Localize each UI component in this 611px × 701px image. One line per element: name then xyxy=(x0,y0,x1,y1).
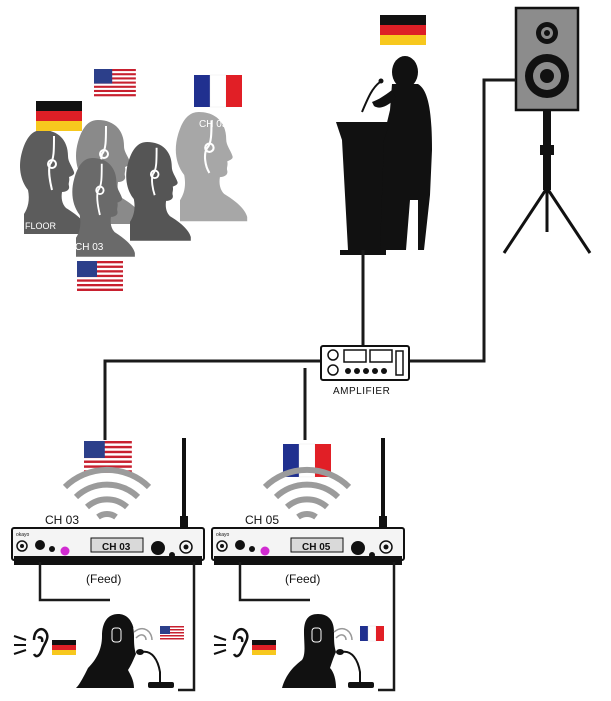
amplifier: AMPLIFIER xyxy=(320,345,410,397)
transmitter-ch05-display: CH 05 xyxy=(302,542,331,553)
flag-usa-icon xyxy=(77,261,123,291)
flag-germany-icon xyxy=(252,640,276,655)
microphone-icon xyxy=(333,628,374,688)
flag-usa-icon xyxy=(94,69,136,97)
flag-germany-icon xyxy=(380,15,426,45)
flag-france-icon xyxy=(359,625,385,642)
brand-logo: okayo xyxy=(216,532,230,538)
flag-france-icon xyxy=(193,74,243,108)
amplifier-label: AMPLIFIER xyxy=(333,386,390,397)
interpreter-french xyxy=(213,562,396,692)
wireless-signal-icon xyxy=(65,470,149,517)
interpreter-silhouette xyxy=(282,614,336,688)
headset-icon xyxy=(104,615,134,631)
listener-front-right xyxy=(126,142,191,241)
listener-floor xyxy=(20,130,88,234)
flag-germany-icon xyxy=(52,640,76,655)
transmitter-ch05-channel: CH 05 xyxy=(245,513,279,527)
transmitter-ch03-display: CH 03 xyxy=(102,542,131,553)
brand-logo: okayo xyxy=(16,532,30,538)
transmitter-ch03-channel: CH 03 xyxy=(45,513,79,527)
label-ch03-bottom: CH 03 xyxy=(75,242,104,253)
podium xyxy=(336,122,390,250)
transmitter-ch05: CH 05 okayo CH 05 (Feed) xyxy=(211,438,405,586)
ear-icon xyxy=(13,628,49,658)
label-floor: FLOOR xyxy=(25,221,57,231)
label-ch03-top: CH 03 xyxy=(98,110,127,121)
label-ch05: CH 05 xyxy=(199,119,228,130)
microphone-icon xyxy=(133,628,174,688)
listener-ch05 xyxy=(175,112,248,222)
flag-germany-icon xyxy=(36,101,82,131)
speaker-at-podium xyxy=(336,15,432,255)
listener-ch03-bottom xyxy=(72,158,135,257)
wiring xyxy=(103,78,516,440)
microphone-icon xyxy=(361,81,381,113)
audience-group: CH 03 CH 05 FLOOR CH 03 xyxy=(20,69,248,291)
headset-icon xyxy=(304,615,334,631)
ear-icon xyxy=(213,628,249,658)
presenter-silhouette xyxy=(372,56,432,250)
flag-usa-icon xyxy=(160,626,184,641)
transmitter-ch03-feed: (Feed) xyxy=(86,572,121,586)
interpreter-english xyxy=(13,562,196,692)
transmitter-ch05-feed: (Feed) xyxy=(285,572,320,586)
loudspeaker xyxy=(502,6,592,254)
transmitter-ch03: CH 03 okayo CH 03 (Feed) xyxy=(11,438,205,586)
